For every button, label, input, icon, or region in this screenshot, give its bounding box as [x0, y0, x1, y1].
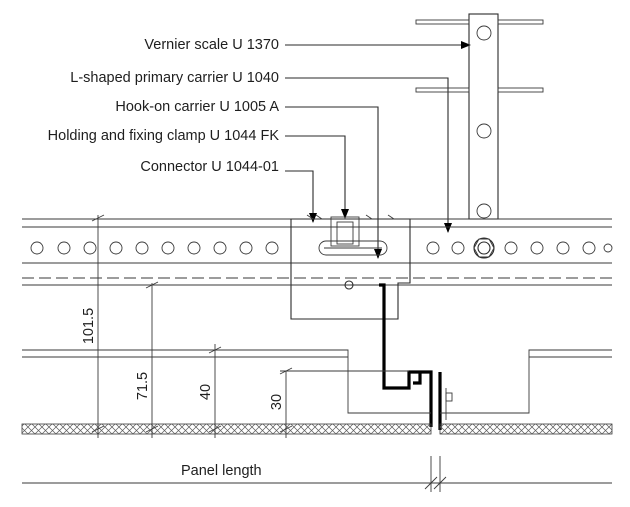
fixing-nut	[473, 237, 495, 259]
leader-lines	[285, 41, 471, 259]
dim-101-5: 101.5	[81, 308, 97, 344]
panel-length-dimension	[22, 456, 612, 492]
hook-on-carrier	[379, 283, 433, 427]
panel-length-label: Panel length	[181, 463, 262, 479]
dimension-lines	[91, 214, 409, 438]
rail-holes	[30, 241, 613, 255]
primary-carrier-rail	[22, 218, 613, 286]
label-hook-carrier: Hook-on carrier U 1005 A	[115, 99, 279, 115]
dim-30: 30	[269, 394, 285, 410]
hatched-panel-left	[21, 423, 432, 435]
dim-40: 40	[198, 384, 214, 400]
hatched-panel-right	[439, 423, 613, 435]
label-primary-carrier: L-shaped primary carrier U 1040	[70, 70, 279, 86]
label-clamp: Holding and fixing clamp U 1044 FK	[48, 128, 280, 144]
hook-on-carrier-lip	[413, 372, 422, 385]
ceiling-panels	[21, 349, 613, 435]
label-vernier-scale: Vernier scale U 1370	[144, 37, 279, 53]
label-connector: Connector U 1044-01	[140, 159, 279, 175]
dim-71-5: 71.5	[135, 372, 151, 400]
fixing-clamp	[290, 214, 411, 320]
